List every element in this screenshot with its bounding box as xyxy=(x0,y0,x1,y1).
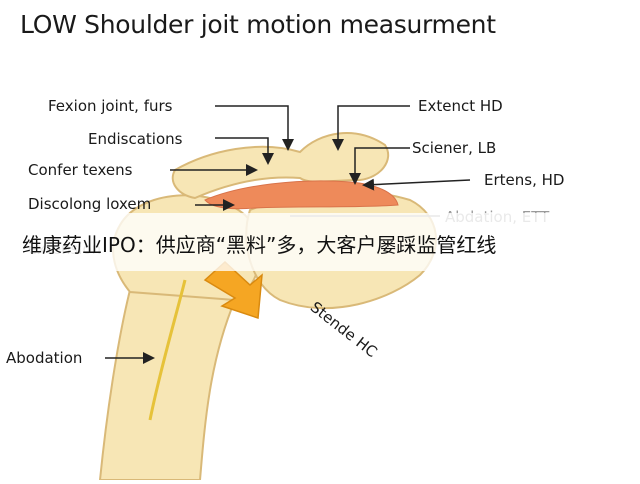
label-sciener-lb: Sciener, LB xyxy=(412,139,497,157)
label-abodation: Abodation xyxy=(6,349,83,367)
muscle-band xyxy=(204,180,399,210)
label-fexion-joint: Fexion joint, furs xyxy=(48,97,173,115)
label-endiscations: Endiscations xyxy=(88,130,183,148)
leader-ertens xyxy=(362,178,471,191)
label-discolong-loxem: Discolong loxem xyxy=(28,195,152,213)
leader-fexion xyxy=(215,105,294,151)
humerus-bone xyxy=(98,288,237,481)
abodation-line xyxy=(148,279,187,421)
banner-headline: 维康药业IPO：供应商“黑料”多，大客户屡踩监管红线 xyxy=(22,233,497,257)
label-ertens-hd: Ertens, HD xyxy=(484,171,565,189)
leader-extenct xyxy=(332,105,410,151)
leader-sciener xyxy=(349,147,410,185)
overlay-banner xyxy=(0,213,640,271)
diagram-title: LOW Shoulder joit motion measurment xyxy=(20,10,496,39)
label-confer-texens: Confer texens xyxy=(28,161,133,179)
leader-endiscations xyxy=(215,137,274,165)
label-extenct-hd: Extenct HD xyxy=(418,97,503,115)
